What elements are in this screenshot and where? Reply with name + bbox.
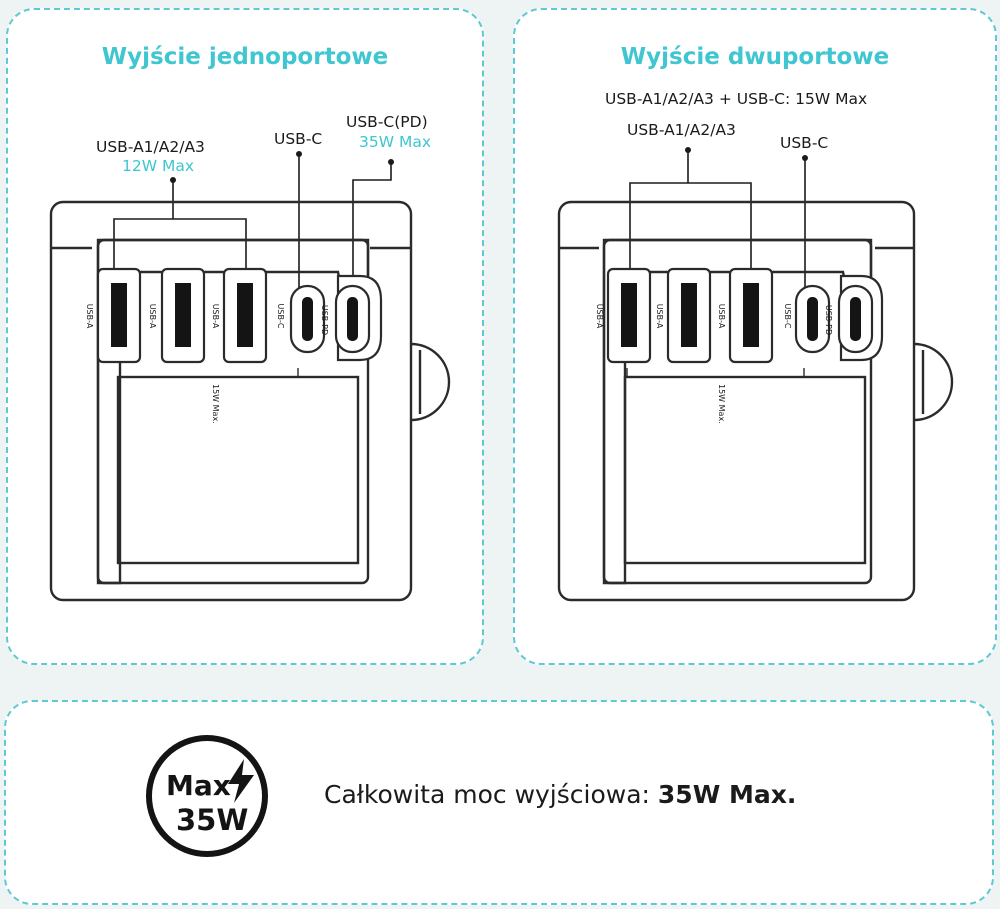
lightning-bolt-icon	[228, 759, 254, 803]
usb-pd-power: 35W Max	[359, 133, 432, 151]
usb-a-group-power: 12W Max	[122, 157, 195, 175]
charger-diagram-single: USB-A USB-A USB-A USB-C USB-PD 15W Max.	[49, 151, 451, 602]
combo-label: USB-A1/A2/A3 + USB-C: 15W Max	[605, 90, 868, 108]
usb-c-label-dual: USB-C	[780, 134, 829, 152]
port-label-usb-a-1: USB-A	[85, 304, 94, 329]
combined-power-label: 15W Max.	[211, 384, 220, 424]
port-label-usb-pd: USB-PD	[320, 305, 329, 335]
usb-pd-label: USB-C(PD)	[346, 113, 428, 131]
max-power-badge: Max 35W	[146, 735, 268, 857]
badge-max-text: Max	[166, 769, 231, 802]
single-port-panel: Wyjście jednoportowe USB-A1/A2/A3 12W Ma…	[6, 8, 484, 665]
port-label-usb-c-dual: USB-C	[783, 304, 792, 329]
usb-c-label: USB-C	[274, 130, 323, 148]
usb-a-group-label-dual: USB-A1/A2/A3	[627, 121, 736, 139]
dual-port-panel: Wyjście dwuportowe USB-A1/A2/A3 + USB-C:…	[513, 8, 997, 665]
port-label-usb-a-2: USB-A	[148, 304, 157, 329]
dual-port-title: Wyjście dwuportowe	[620, 44, 890, 70]
total-output-panel: Max 35W Całkowita moc wyjściowa: 35W Max…	[4, 700, 994, 905]
usb-a-group-label: USB-A1/A2/A3	[96, 138, 205, 156]
port-label-usb-pd-dual: USB-PD	[824, 305, 833, 335]
port-label-usb-c: USB-C	[276, 304, 285, 329]
badge-watt-text: 35W	[176, 803, 249, 837]
port-label-usb-a-1-dual: USB-A	[595, 304, 604, 329]
total-output-prefix: Całkowita moc wyjściowa:	[324, 780, 658, 809]
combined-power-label-dual: 15W Max.	[717, 384, 726, 424]
single-port-title: Wyjście jednoportowe	[101, 44, 389, 70]
port-label-usb-a-3-dual: USB-A	[717, 304, 726, 329]
total-output-text: Całkowita moc wyjściowa: 35W Max.	[324, 780, 796, 809]
charger-diagram-dual: USB-A USB-A USB-A USB-C USB-PD 15W Max.	[557, 147, 954, 602]
port-label-usb-a-3: USB-A	[211, 304, 220, 329]
total-output-value: 35W Max.	[657, 780, 797, 809]
port-label-usb-a-2-dual: USB-A	[655, 304, 664, 329]
